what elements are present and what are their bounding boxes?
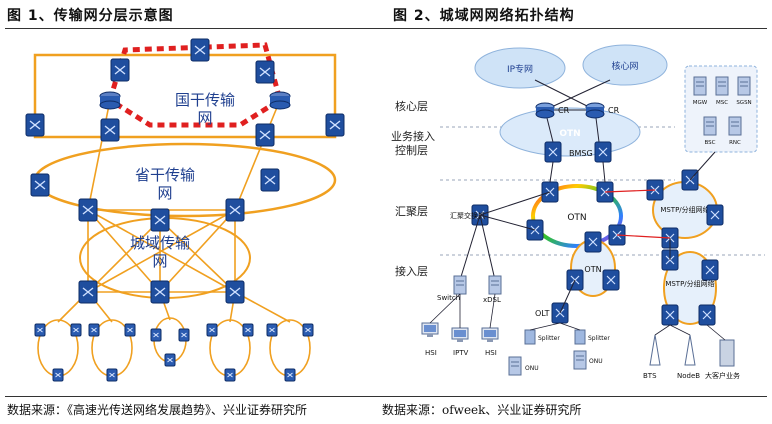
endpoint-iptv: IPTV <box>453 349 469 357</box>
building-icon <box>719 339 735 367</box>
legend-mgw: MGW <box>693 100 708 106</box>
otn-access-label: OTN <box>584 265 601 274</box>
otn-aggregation-ring <box>531 184 623 248</box>
nodeb-icon <box>684 334 696 366</box>
mstp-aggr-label: MSTP/分组网络 <box>660 205 709 214</box>
national-backbone-ring <box>33 53 337 139</box>
svg-text:OTN: OTN <box>559 129 580 139</box>
endpoint-bts: BTS <box>643 372 657 380</box>
bottom-rule <box>5 396 767 397</box>
switch-label: Switch <box>437 294 460 302</box>
mesh-links <box>87 99 281 293</box>
access-nodes <box>34 323 314 382</box>
legend-msc: MSC <box>716 100 728 106</box>
core-red-path <box>107 42 283 128</box>
fig2-source: 数据来源：ofweek、兴业证券研究所 <box>382 403 582 417</box>
onu-label-2: ONU <box>589 358 603 365</box>
bmsg-label: BMSG <box>569 149 593 158</box>
label-provincial: 省干传输网 <box>135 166 195 202</box>
endpoint-nodeb: NodeB <box>677 372 700 380</box>
router-label-1: CR <box>558 106 570 115</box>
layer-access: 接入层 <box>395 265 428 278</box>
legend-rnc: RNC <box>729 140 741 146</box>
svg-text:IP专网: IP专网 <box>507 63 533 75</box>
layer-core: 核心层 <box>395 99 428 113</box>
splitter-label-1: Splitter <box>538 335 560 342</box>
router-label-2: CR <box>608 106 620 115</box>
onu-label-1: ONU <box>525 365 539 372</box>
fig1-source: 数据来源：《高速光传送网络发展趋势》、兴业证券研究所 <box>7 403 308 417</box>
fig2-title: 图 2、城域网网络拓扑结构 <box>393 8 575 24</box>
ip-cloud: IP专网 <box>474 47 566 89</box>
top-rule <box>5 28 767 29</box>
xdsl-label: xDSL <box>483 296 501 304</box>
fig1-title: 图 1、传输网分层示意图 <box>7 8 174 24</box>
aggr-switch-label: 汇聚交换机 <box>450 211 485 220</box>
endpoint-enterprise: 大客户业务 <box>705 371 740 380</box>
legend-sgsn: SGSN <box>736 100 751 106</box>
bts-icon <box>649 334 661 366</box>
endpoint-hsi-2: HSI <box>485 349 497 357</box>
layer-aggregation: 汇聚层 <box>395 205 428 218</box>
otn-ring-label: OTN <box>567 213 586 223</box>
splitter-label-2: Splitter <box>588 335 610 342</box>
label-metro: 城域传输网 <box>130 234 190 270</box>
layer-bras: 业务接入控制层 <box>391 130 435 157</box>
svg-text:核心网: 核心网 <box>611 60 638 72</box>
endpoint-hsi-1: HSI <box>425 349 437 357</box>
core-cloud: 核心网 <box>582 44 668 86</box>
mstp-access-label: MSTP/分组网络 <box>665 279 714 288</box>
fig1-diagram: 国干传输网 省干传输网 城域传输网 <box>25 38 345 382</box>
olt-label: OLT <box>535 309 550 318</box>
legend-bsc: BSC <box>704 140 715 146</box>
label-national: 国干传输网 <box>175 91 235 127</box>
fig2-diagram: 核心层 业务接入控制层 汇聚层 接入层 IP专网 核心网 OTN CR CR B… <box>391 44 765 380</box>
